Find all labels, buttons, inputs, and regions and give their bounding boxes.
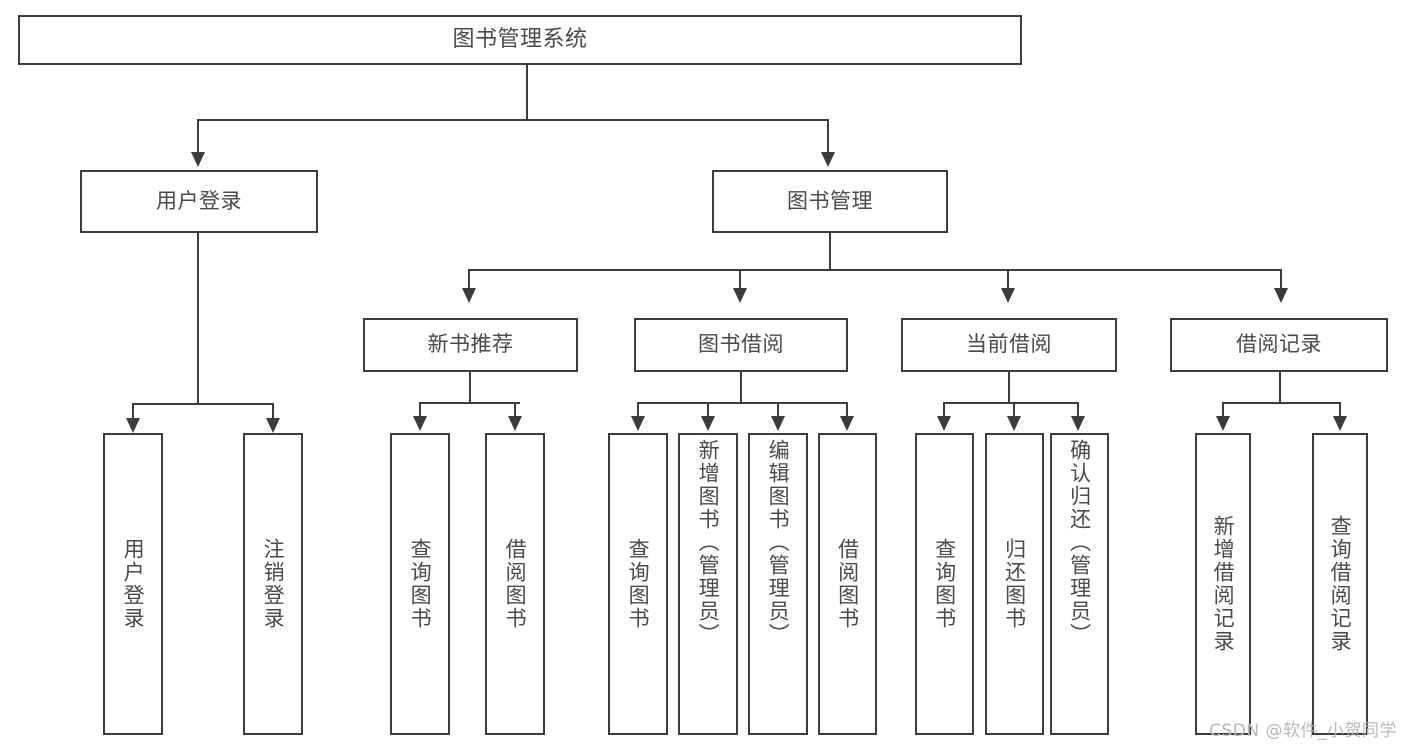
arrowhead-leaf-add-book [700, 416, 715, 431]
connector-to-current-borrow [1007, 269, 1010, 291]
arrowhead-leaf-query-record [1332, 416, 1347, 431]
leaf-query-record[interactable]: 查询借阅记录 [1312, 433, 1368, 735]
arrowhead-new-book-recommend [461, 288, 476, 303]
connector-book-manage-bus [468, 269, 1282, 272]
arrowhead-leaf-add-record [1215, 416, 1230, 431]
node-label: 当前借阅 [966, 332, 1052, 357]
connector-borrow-record-bus [1222, 402, 1341, 405]
leaf-confirm-return[interactable]: 确认归还（管理员） [1050, 433, 1109, 735]
leaf-borrow-book-1[interactable]: 借阅图书 [485, 433, 545, 735]
leaf-query-book-2[interactable]: 查询图书 [608, 433, 668, 735]
node-label: 查询图书 [932, 538, 957, 630]
connector-borrow-record-stem [1279, 372, 1282, 404]
arrowhead-leaf-query-book-3 [936, 416, 951, 431]
node-label: 归还图书 [1002, 538, 1027, 630]
node-label: 新增图书（管理员） [696, 439, 721, 646]
connector-to-borrow-record [1280, 269, 1283, 291]
arrowhead-borrow-record [1273, 288, 1288, 303]
arrowhead-leaf-borrow-book-2 [839, 416, 854, 431]
arrowhead-user-login [190, 152, 205, 167]
connector-current-borrow-bus [943, 402, 1079, 405]
node-label: 查询借阅记录 [1328, 515, 1353, 653]
node-label: 借阅图书 [835, 538, 860, 630]
connector-root-bus [197, 119, 829, 122]
leaf-borrow-book-2[interactable]: 借阅图书 [818, 433, 877, 735]
node-borrow-record[interactable]: 借阅记录 [1170, 318, 1388, 372]
node-label: 借阅记录 [1236, 332, 1322, 357]
node-label: 查询图书 [408, 538, 433, 630]
connector-borrow-record-leaf1 [1222, 402, 1225, 418]
connector-book-borrow-leaf3 [777, 402, 780, 418]
connector-to-new-book-recommend [468, 269, 471, 291]
connector-current-borrow-leaf3 [1077, 402, 1080, 418]
node-label: 查询图书 [626, 538, 651, 630]
connector-book-borrow-leaf4 [846, 402, 849, 418]
node-book-manage[interactable]: 图书管理 [712, 170, 948, 233]
node-label: 用户登录 [121, 538, 146, 630]
connector-to-user-login [197, 119, 200, 155]
leaf-add-record[interactable]: 新增借阅记录 [1195, 433, 1251, 735]
node-label: 注销登录 [261, 538, 286, 630]
arrowhead-leaf-query-book-2 [630, 416, 645, 431]
arrowhead-leaf-return-book [1006, 416, 1021, 431]
leaf-user-logout[interactable]: 注销登录 [243, 433, 303, 735]
connector-to-book-borrow [739, 269, 742, 291]
arrowhead-leaf-confirm-return [1070, 416, 1085, 431]
connector-book-borrow-leaf2 [707, 402, 710, 418]
leaf-query-book-3[interactable]: 查询图书 [915, 433, 974, 735]
arrowhead-book-manage [820, 152, 835, 167]
arrowhead-leaf-user-login [125, 418, 140, 433]
connector-root-stem [526, 65, 529, 121]
node-label: 图书借阅 [698, 332, 784, 357]
node-label: 新书推荐 [427, 332, 514, 357]
connector-current-borrow-leaf2 [1013, 402, 1016, 418]
connector-new-book-bus [419, 402, 520, 405]
connector-new-book-leaf1 [419, 402, 422, 418]
connector-user-login-stem [197, 233, 200, 405]
arrowhead-leaf-query-book-1 [412, 416, 427, 431]
arrowhead-leaf-borrow-book-1 [507, 416, 522, 431]
leaf-add-book[interactable]: 新增图书（管理员） [678, 433, 738, 735]
connector-borrow-record-leaf2 [1339, 402, 1342, 418]
connector-book-borrow-leaf1 [637, 402, 640, 418]
node-book-borrow[interactable]: 图书借阅 [634, 318, 848, 372]
connector-book-borrow-stem [740, 372, 743, 404]
leaf-return-book[interactable]: 归还图书 [985, 433, 1044, 735]
node-label: 确认归还（管理员） [1067, 439, 1092, 646]
connector-user-login-leaf2 [272, 403, 275, 421]
node-label: 图书管理系统 [452, 26, 588, 52]
connector-to-book-manage [827, 119, 830, 155]
connector-user-login-bus [132, 403, 274, 406]
connector-current-borrow-stem [1008, 372, 1011, 404]
connector-current-borrow-leaf1 [943, 402, 946, 418]
connector-new-book-stem [469, 372, 472, 404]
node-new-book-recommend[interactable]: 新书推荐 [363, 318, 578, 372]
arrowhead-current-borrow [1000, 288, 1015, 303]
node-root-book-management-system[interactable]: 图书管理系统 [18, 15, 1022, 65]
leaf-edit-book[interactable]: 编辑图书（管理员） [748, 433, 808, 735]
arrowhead-leaf-edit-book [770, 416, 785, 431]
node-label: 新增借阅记录 [1211, 515, 1236, 653]
watermark: CSDN @软件_小贺同学 [1209, 721, 1397, 741]
arrowhead-book-borrow [732, 288, 747, 303]
connector-user-login-leaf1 [132, 403, 135, 421]
connector-book-manage-stem [829, 233, 832, 271]
leaf-query-book-1[interactable]: 查询图书 [390, 433, 450, 735]
node-current-borrow[interactable]: 当前借阅 [901, 318, 1117, 372]
connector-book-borrow-bus [637, 402, 848, 405]
node-label: 用户登录 [156, 188, 242, 213]
connector-new-book-leaf2 [514, 402, 517, 418]
node-label: 图书管理 [787, 188, 873, 213]
leaf-user-login[interactable]: 用户登录 [103, 433, 163, 735]
arrowhead-leaf-user-logout [265, 418, 280, 433]
node-label: 借阅图书 [503, 538, 528, 630]
node-label: 编辑图书（管理员） [766, 439, 791, 646]
node-user-login[interactable]: 用户登录 [80, 170, 318, 233]
